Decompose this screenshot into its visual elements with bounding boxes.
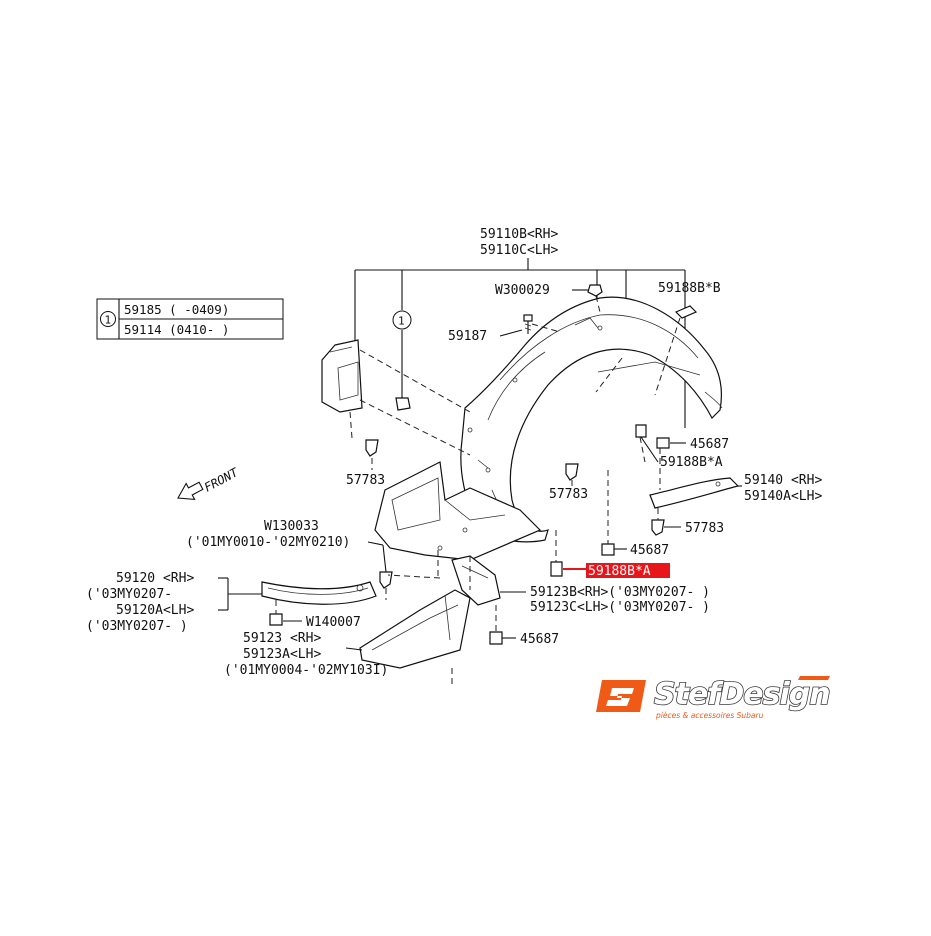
callout-marker-circle (392, 310, 412, 330)
label-45687-lower: 45687 (520, 632, 559, 647)
front-arrow-icon (177, 481, 204, 501)
label-45687-upper: 45687 (690, 437, 729, 452)
label-59140: 59140 <RH> (744, 473, 822, 488)
label-59188b-a-upper: 59188B*A (660, 455, 723, 470)
fastener-45687-upper (656, 437, 670, 449)
lower-splash-shield (374, 461, 542, 561)
label-59123a: 59123A<LH> (243, 647, 321, 662)
legend-marker: 1 (105, 314, 112, 327)
logo-wordmark: StefDesign (654, 677, 830, 712)
label-w140007: W140007 (306, 615, 361, 630)
legend-row-1: 59185 ( -0409) (124, 302, 229, 317)
label-59187: 59187 (448, 329, 487, 344)
label-59120a-date: ('03MY0207- ) (86, 619, 188, 634)
label-59188b-a-highlight: 59188B*A (588, 564, 651, 579)
label-59120-bracket (218, 577, 262, 611)
part-59140 (649, 477, 740, 509)
fastener-59188b-a-lower (550, 561, 563, 577)
fastener-57783-mid (565, 463, 579, 481)
part-59120 (261, 581, 377, 605)
legend-row-2: 59114 (0410- ) (124, 322, 229, 337)
main-part-lh-label: 59110C<LH> (480, 243, 558, 258)
label-57783-right: 57783 (685, 521, 724, 536)
front-flap (321, 339, 363, 413)
fastener-45687-mid (601, 543, 615, 556)
fastener-45687-lower (489, 631, 503, 645)
fastener-w300029 (587, 284, 603, 297)
label-w130033-date: ('01MY0010-'02MY0210) (186, 535, 350, 550)
label-59123-date: ('01MY0004-'02MY103I) (224, 663, 388, 678)
label-59120: 59120 <RH> (116, 571, 194, 586)
stefdesign-logo: StefDesign pièces & accessoires Subaru (596, 676, 831, 720)
label-59120a: 59120A<LH> (116, 603, 194, 618)
assembly-lines (275, 295, 681, 685)
part-59123 (359, 589, 471, 669)
logo-mark-icon (596, 680, 646, 712)
fastener-57783-left (365, 439, 379, 457)
fastener-57783-right (651, 519, 665, 536)
label-59123b: 59123B<RH>('03MY0207- ) (530, 585, 710, 600)
fastener-59187 (523, 314, 533, 334)
label-59188b-b: 59188B*B (658, 281, 721, 296)
legend-table: 1 59185 ( -0409) 59114 (0410- ) (96, 298, 284, 340)
label-59120-date: ('03MY0207- (86, 587, 172, 602)
callout-marker: 1 (398, 315, 405, 328)
label-57783-mid: 57783 (549, 487, 588, 502)
fastener-w140007 (269, 613, 283, 626)
label-w300029: W300029 (495, 283, 550, 298)
front-label: FRONT (202, 465, 241, 495)
logo-accent-stripe (798, 676, 830, 680)
label-w130033: W130033 (264, 519, 319, 534)
main-part-rh-label: 59110B<RH> (480, 227, 558, 242)
legend-marker-circle (100, 311, 116, 327)
label-57783-left: 57783 (346, 473, 385, 488)
fastener-57783-upper (395, 397, 411, 411)
logo-tagline: pièces & accessoires Subaru (655, 711, 764, 720)
highlighted-part-label: 59188B*A (563, 563, 670, 579)
fastener-59188b-a-upper (635, 424, 647, 438)
label-59123: 59123 <RH> (243, 631, 321, 646)
label-45687-mid: 45687 (630, 543, 669, 558)
label-59140a: 59140A<LH> (744, 489, 822, 504)
fastener-w130033 (379, 571, 393, 589)
label-59123c: 59123C<LH>('03MY0207- ) (530, 600, 710, 615)
part-59188b-b (674, 305, 698, 319)
